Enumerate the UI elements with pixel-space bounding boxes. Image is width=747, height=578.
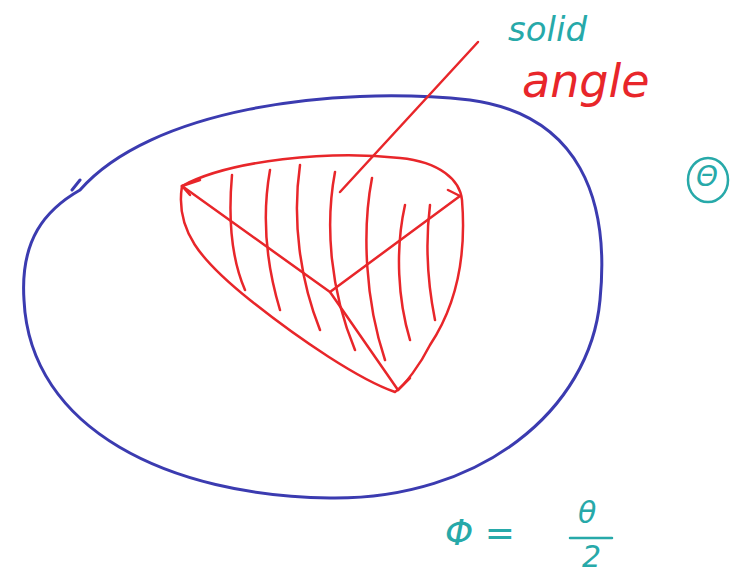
label-word: angle [522, 58, 650, 104]
formula-text: 2 [582, 542, 601, 572]
fraction-bar [570, 537, 612, 540]
symbol-circle [688, 158, 728, 202]
formula-text: θ [578, 498, 596, 528]
label-word: solid [508, 12, 587, 46]
leader-line [340, 42, 478, 192]
solid-angle-patch [181, 155, 463, 392]
symbol-label: Θ [696, 163, 718, 191]
formula-text: Φ = [445, 515, 515, 551]
closed-surface [24, 96, 602, 498]
